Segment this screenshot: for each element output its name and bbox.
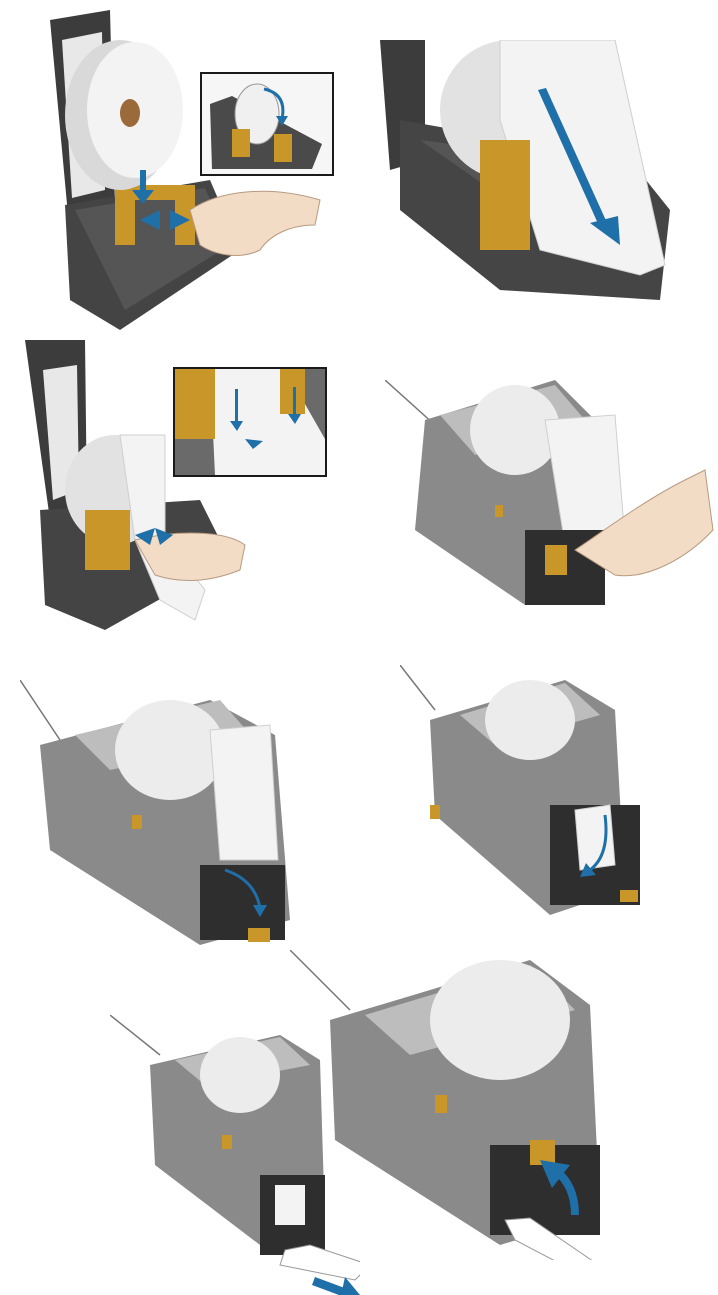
media-roll-icon <box>200 1037 280 1113</box>
step-6-thread-liner <box>400 665 665 925</box>
detail-inset <box>173 367 327 477</box>
printer-closed-icon <box>400 665 665 925</box>
step-1-insert-roll <box>40 10 340 330</box>
printer-open-icon <box>380 40 680 300</box>
printer-closed-icon <box>20 680 320 950</box>
media-roll-icon <box>485 680 575 760</box>
step-4-open-dispenser <box>385 380 715 610</box>
hand-icon <box>190 191 320 255</box>
step-3-thread-guides <box>15 340 325 630</box>
inset-roll-icon <box>202 74 332 174</box>
printer-closed-icon <box>385 380 715 610</box>
step-5-feed-dispenser <box>20 680 320 950</box>
peeler-door-icon <box>200 865 285 940</box>
media-roll-icon <box>430 960 570 1080</box>
step-8-close-dispenser <box>290 950 630 1260</box>
step-2-pull-media <box>380 40 680 300</box>
inset-guides-icon <box>175 369 325 475</box>
detail-inset <box>200 72 334 176</box>
media-roll-icon <box>65 40 183 190</box>
printer-closed-icon <box>290 950 630 1260</box>
